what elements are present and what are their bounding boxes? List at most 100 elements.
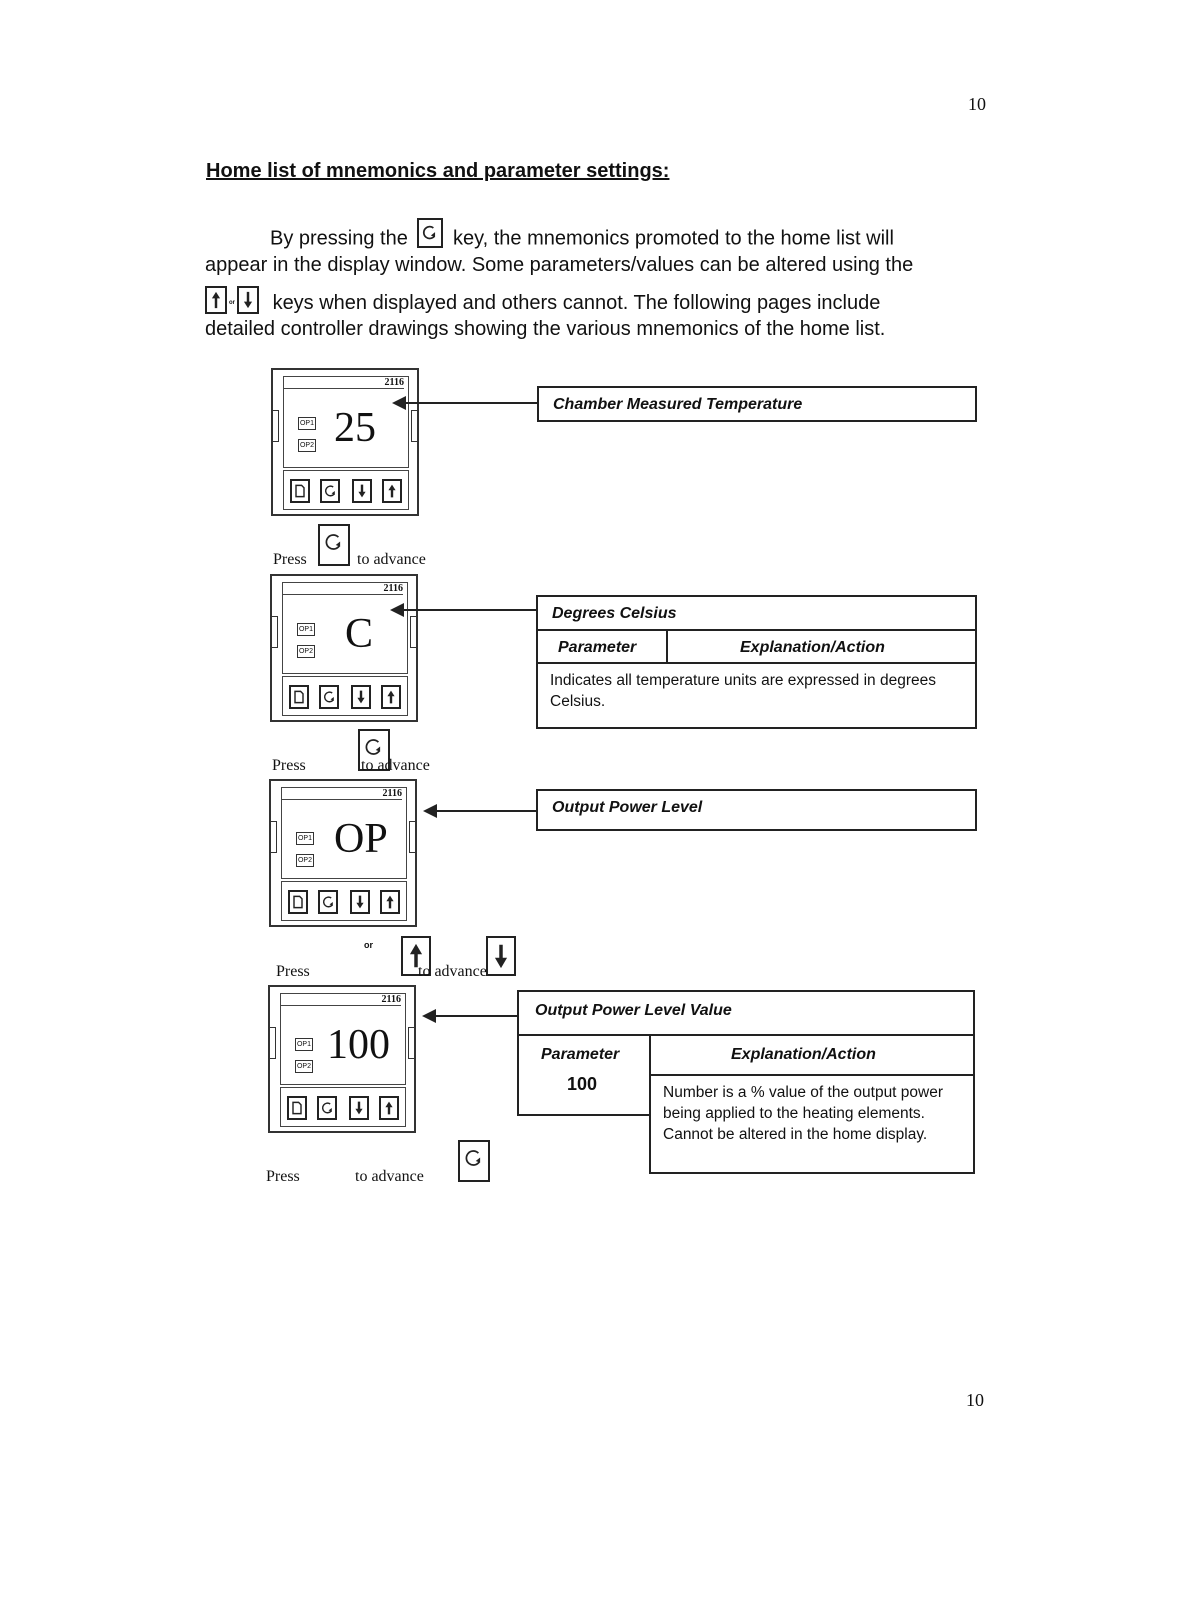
up-key[interactable] [382, 479, 402, 503]
display-value: 100 [327, 1022, 390, 1068]
intro-line-1a: By pressing the [270, 227, 408, 250]
side-tab-left [272, 410, 279, 442]
intro-line-4: detailed controller drawings showing the… [205, 318, 886, 340]
pointer-line-3 [435, 810, 537, 812]
model-number: 2116 [283, 583, 403, 595]
scroll-key-icon [358, 729, 391, 771]
controller-drawing-1: 2116 OP1 OP2 25 [271, 368, 419, 516]
scroll-key[interactable] [318, 890, 338, 914]
or-label: or [364, 940, 373, 950]
intro-line-3: or keys when displayed and others cannot… [205, 286, 881, 318]
op2-indicator: OP2 [298, 439, 316, 452]
op1-indicator: OP1 [295, 1038, 313, 1051]
to-advance-label-3: to advance [418, 963, 487, 980]
page-key[interactable] [290, 479, 310, 503]
display-value: OP [334, 816, 388, 862]
display-value: C [345, 611, 374, 657]
up-key[interactable] [380, 890, 400, 914]
scroll-key[interactable] [320, 479, 340, 503]
pointer-line-1 [404, 402, 538, 404]
side-tab-right [408, 1027, 415, 1059]
intro-line-1b: key, the mnemonics promoted to the home … [452, 227, 894, 250]
page-number-bottom: 10 [966, 1390, 984, 1410]
down-key[interactable] [349, 1096, 369, 1120]
op2-indicator: OP2 [295, 1060, 313, 1073]
scroll-key[interactable] [317, 1096, 337, 1120]
section-heading: Home list of mnemonics and parameter set… [206, 160, 670, 182]
divider [538, 662, 975, 664]
display-window: 2116 OP1 OP2 C [282, 582, 408, 674]
box-title: Output Power Level Value [535, 1002, 732, 1019]
info-box-chamber-temperature: Chamber Measured Temperature [537, 386, 977, 422]
page-key[interactable] [289, 685, 309, 709]
to-advance-label-4: to advance [355, 1168, 424, 1185]
box-title: Chamber Measured Temperature [553, 396, 803, 413]
scroll-key-icon [318, 524, 350, 566]
intro-line-1: By pressing the key, the mnemonics promo… [270, 218, 894, 254]
button-row [280, 1087, 406, 1127]
down-key[interactable] [350, 890, 370, 914]
intro-line-2: appear in the display window. Some param… [205, 254, 914, 276]
display-value: 25 [334, 405, 376, 451]
up-key-icon [205, 286, 227, 314]
button-row [282, 676, 408, 716]
pointer-arrow-3 [423, 804, 437, 818]
model-number: 2116 [281, 994, 401, 1006]
op1-indicator: OP1 [297, 623, 315, 636]
button-row [283, 470, 409, 510]
box-title: Degrees Celsius [552, 605, 677, 622]
down-key-icon [486, 936, 517, 976]
press-label-3: Press [276, 963, 310, 980]
scroll-key[interactable] [319, 685, 339, 709]
parameter-value: 100 [567, 1074, 598, 1094]
controller-drawing-2: 2116 OP1 OP2 C [270, 574, 418, 722]
side-tab-right [411, 410, 418, 442]
intro-or: or [229, 300, 235, 306]
scroll-key-icon [457, 1140, 490, 1182]
pointer-arrow-4 [422, 1009, 436, 1023]
op1-indicator: OP1 [298, 417, 316, 430]
press-label-2: Press [272, 757, 306, 774]
to-advance-label-1: to advance [357, 551, 426, 568]
pointer-arrow-1 [392, 396, 406, 410]
controller-drawing-3: 2116 OP1 OP2 OP [269, 779, 417, 927]
page-number-top: 10 [968, 94, 986, 114]
explanation-text: Indicates all temperature units are expr… [550, 672, 936, 710]
model-number: 2116 [284, 377, 404, 389]
page-key[interactable] [288, 890, 308, 914]
button-row [281, 881, 407, 921]
side-tab-left [270, 821, 277, 853]
info-box-output-power-level: Output Power Level [536, 789, 977, 831]
column-header-explanation: Explanation/Action [731, 1046, 876, 1063]
press-label-1: Press [273, 551, 307, 568]
side-tab-left [269, 1027, 276, 1059]
column-header-parameter: Parameter [558, 639, 637, 656]
info-box-output-power-value: Output Power Level Value [517, 990, 975, 1036]
box-title: Output Power Level [552, 799, 703, 816]
column-header-explanation-cell: Explanation/Action [649, 1034, 975, 1076]
down-key[interactable] [351, 685, 371, 709]
controller-drawing-4: 2116 OP1 OP2 100 [268, 985, 416, 1133]
down-key[interactable] [352, 479, 372, 503]
model-number: 2116 [282, 788, 402, 800]
to-advance-label-2: to advance [361, 757, 430, 774]
up-key[interactable] [379, 1096, 399, 1120]
down-key-icon [237, 286, 259, 314]
op1-indicator: OP1 [296, 832, 314, 845]
column-header-explanation: Explanation/Action [740, 639, 885, 656]
up-key[interactable] [381, 685, 401, 709]
divider [538, 629, 975, 631]
page-key[interactable] [287, 1096, 307, 1120]
press-label-4: Press [266, 1168, 300, 1185]
info-box-degrees-celsius: Degrees Celsius Parameter Explanation/Ac… [536, 595, 977, 729]
pointer-line-4 [434, 1015, 518, 1017]
intro-line-3-text: keys when displayed and others cannot. T… [272, 292, 881, 315]
display-window: 2116 OP1 OP2 100 [280, 993, 406, 1085]
pointer-arrow-2 [390, 603, 404, 617]
display-window: 2116 OP1 OP2 25 [283, 376, 409, 468]
explanation-text: Number is a % value of the output power … [663, 1084, 944, 1143]
parameter-value-cell: 100 [517, 1064, 651, 1116]
op2-indicator: OP2 [296, 854, 314, 867]
pointer-line-2 [402, 609, 538, 611]
column-divider [666, 629, 668, 664]
